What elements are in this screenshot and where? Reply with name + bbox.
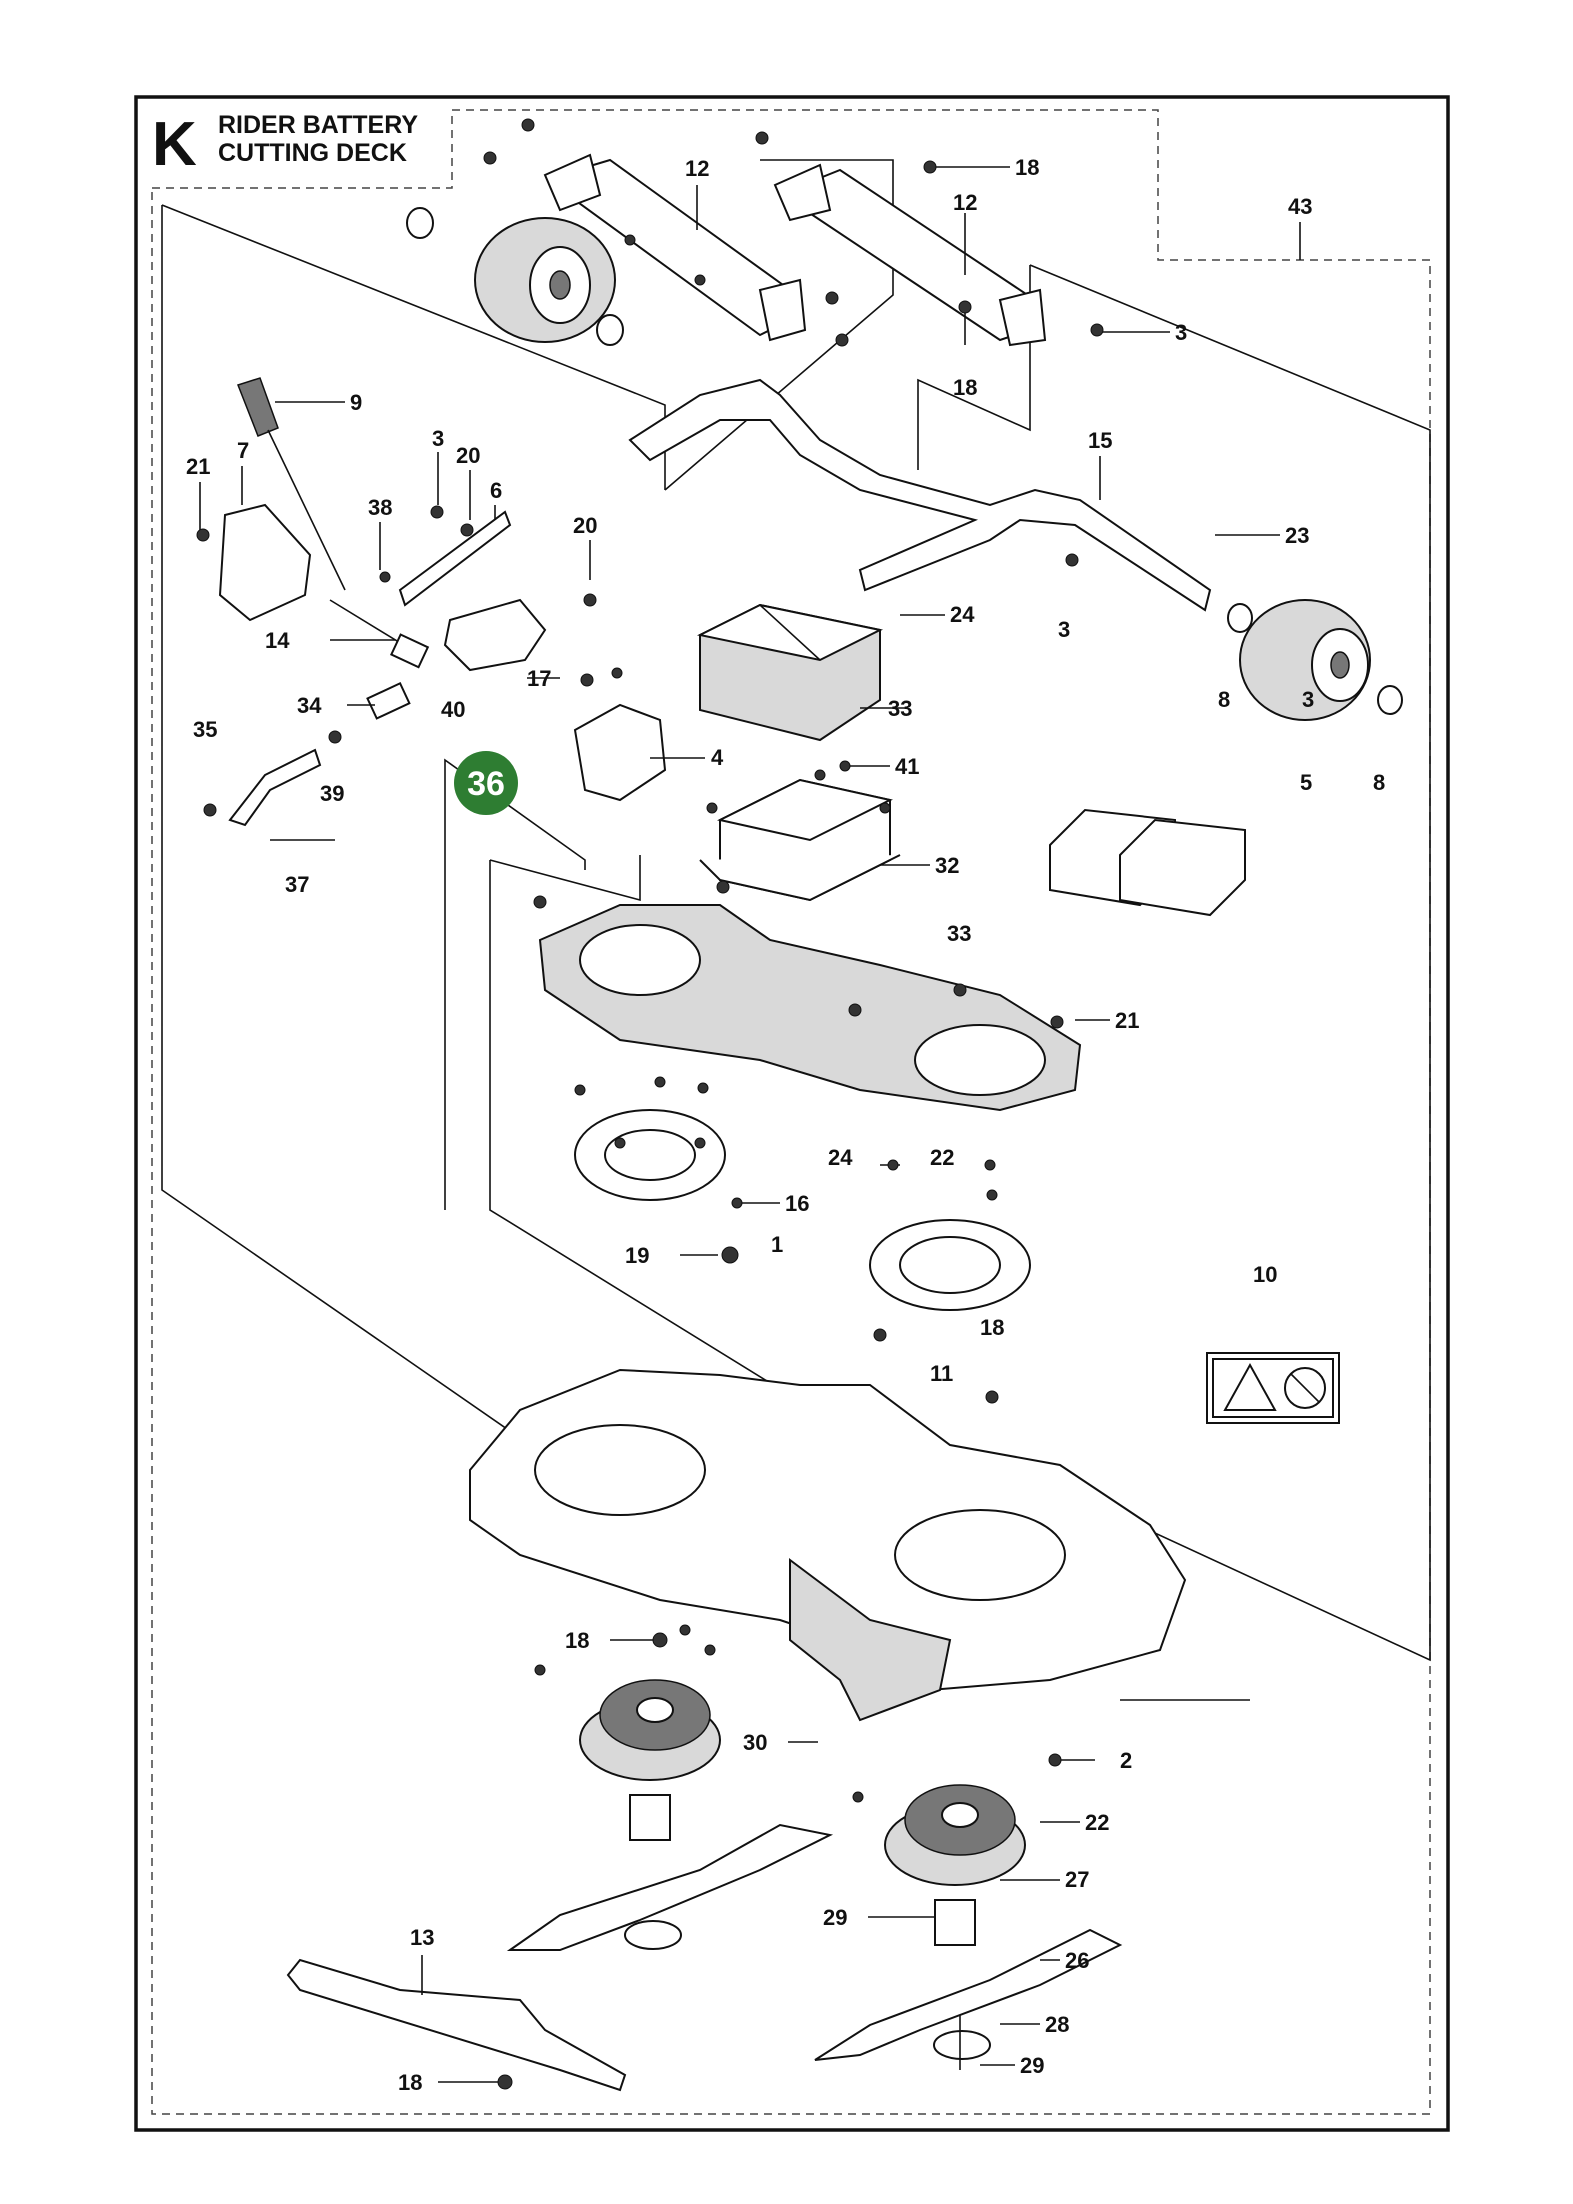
part-number-label: 40 <box>441 697 465 722</box>
callout-36-badge <box>454 751 518 815</box>
part-number-label: 9 <box>350 390 362 415</box>
controller-box <box>699 778 901 902</box>
part-number-label: 38 <box>368 495 392 520</box>
part-number-label: 13 <box>410 1925 434 1950</box>
part-number-label: 16 <box>785 1191 809 1216</box>
part-number-label: 24 <box>950 602 975 627</box>
part-number-label: 3 <box>1175 320 1187 345</box>
part-number-label: 4 <box>711 745 724 770</box>
part-number-label: 12 <box>953 190 977 215</box>
part-number-label: 18 <box>980 1315 1004 1340</box>
motor-mount-rings <box>574 1109 1031 1311</box>
blade-motor-right <box>884 1784 1026 1946</box>
section-title-line2: CUTTING DECK <box>218 139 407 167</box>
part-number-label: 6 <box>490 478 502 503</box>
axle-bracket-left <box>543 153 807 342</box>
part-number-label: 18 <box>398 2070 422 2095</box>
fasteners <box>196 118 1104 2090</box>
front-wheel-right <box>1227 599 1403 721</box>
part-number-label: 35 <box>193 717 217 742</box>
part-number-label: 18 <box>565 1628 589 1653</box>
part-number-label: 22 <box>1085 1810 1109 1835</box>
outer-frame <box>134 95 1450 2132</box>
part-number-label: 30 <box>743 1730 767 1755</box>
part-number-label: 41 <box>895 754 919 779</box>
cutting-deck-shell <box>469 1368 1187 1722</box>
blade-left <box>506 1823 834 1951</box>
callout-36-number: 36 <box>467 765 505 803</box>
part-number-label: 3 <box>432 426 444 451</box>
section-letter: K <box>152 110 197 179</box>
part-number-label: 43 <box>1288 194 1312 219</box>
inner-dashed-frame <box>151 109 1431 2115</box>
part-number-label: 18 <box>953 375 977 400</box>
deck-baffle <box>286 1958 627 2092</box>
part-number-labels: 12 18 12 43 3 18 9 15 21 7 3 20 6 38 20 … <box>186 155 1385 2095</box>
blade-motor-left <box>579 1679 721 1841</box>
part-number-label: 28 <box>1045 2012 1069 2037</box>
part-number-label: 21 <box>1115 1008 1139 1033</box>
part-number-label: 10 <box>1253 1262 1277 1287</box>
part-number-label: 26 <box>1065 1948 1089 1973</box>
part-number-label: 22 <box>930 1145 954 1170</box>
part-number-label: 5 <box>1300 770 1312 795</box>
part-number-label: 11 <box>930 1361 953 1386</box>
section-title-line1: RIDER BATTERY <box>218 111 418 139</box>
part-number-label: 29 <box>1020 2053 1044 2078</box>
part-number-label: 29 <box>823 1905 847 1930</box>
part-number-label: 32 <box>935 853 959 878</box>
part-number-label: 21 <box>186 454 210 479</box>
axle-bracket-right <box>773 163 1047 347</box>
part-number-label: 23 <box>1285 523 1309 548</box>
front-axle-tube <box>628 378 1212 612</box>
part-number-label: 1 <box>771 1232 783 1257</box>
part-number-label: 34 <box>297 693 322 718</box>
part-number-label: 2 <box>1120 1748 1132 1773</box>
battery-unit <box>696 603 884 742</box>
part-number-label: 20 <box>573 513 597 538</box>
part-number-label: 8 <box>1373 770 1385 795</box>
part-number-label: 18 <box>1015 155 1039 180</box>
part-number-label: 33 <box>947 921 971 946</box>
part-number-label: 15 <box>1088 428 1112 453</box>
blade-right <box>814 1928 1123 2061</box>
section-title-block: K RIDER BATTERY CUTTING DECK <box>152 110 418 179</box>
part-number-label: 27 <box>1065 1867 1089 1892</box>
part-number-label: 37 <box>285 872 309 897</box>
part-number-label: 14 <box>265 628 290 653</box>
part-number-label: 33 <box>888 696 912 721</box>
warning-decal <box>1206 1352 1340 1424</box>
part-number-label: 19 <box>625 1243 649 1268</box>
part-number-label: 39 <box>320 781 344 806</box>
part-number-label: 12 <box>685 156 709 181</box>
part-number-label: 3 <box>1058 617 1070 642</box>
part-number-label: 24 <box>828 1145 853 1170</box>
hand-blade-warning-icon <box>1223 1362 1277 1411</box>
part-number-label: 17 <box>527 666 551 691</box>
part-number-label: 7 <box>237 438 249 463</box>
foam-pads <box>1049 808 1246 917</box>
part-number-label: 3 <box>1302 687 1314 712</box>
part-number-label: 20 <box>456 443 480 468</box>
motor-cover <box>538 904 1082 1112</box>
rear-wheel-left <box>406 207 624 346</box>
part-number-label: 8 <box>1218 687 1230 712</box>
height-adjust-lever <box>218 377 667 827</box>
